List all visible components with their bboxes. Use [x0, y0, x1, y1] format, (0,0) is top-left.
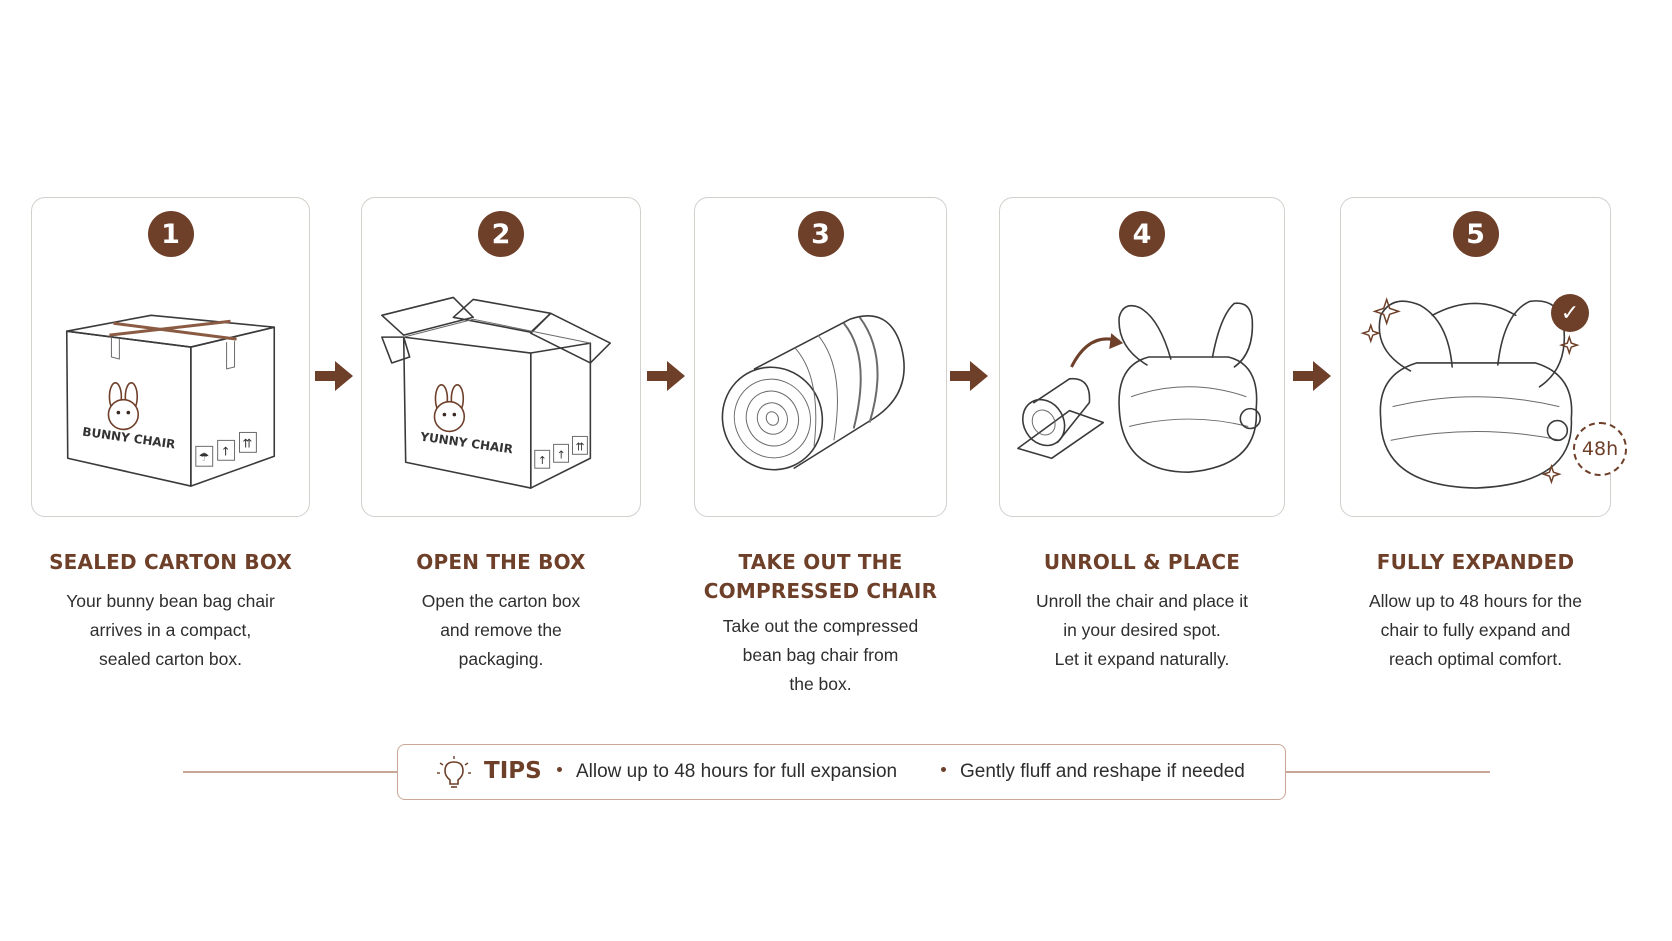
- step-description: Take out the compressed bean bag chair f…: [722, 616, 919, 694]
- svg-text:↑: ↑: [221, 444, 231, 458]
- step-text-3: TAKE OUT THE COMPRESSED CHAIR Take out t…: [680, 548, 961, 699]
- step-text-4: UNROLL & PLACE Unroll the chair and plac…: [999, 548, 1285, 674]
- tips-bar: TIPS Allow up to 48 hours for full expan…: [397, 744, 1286, 800]
- sparkle-icon: [1360, 297, 1580, 485]
- step-text-1: SEALED CARTON BOX Your bunny bean bag ch…: [31, 548, 310, 674]
- svg-text:↑: ↑: [557, 448, 566, 461]
- step-card-2: 2 ↑ ↑ ⇈ YUNNY CHAIR: [361, 197, 641, 517]
- step-description: Your bunny bean bag chair arrives in a c…: [66, 591, 275, 669]
- tips-label: TIPS: [484, 758, 542, 784]
- step-number-badge: 1: [147, 211, 194, 257]
- step-number-badge: 2: [478, 211, 524, 257]
- svg-text:↑: ↑: [538, 454, 547, 467]
- step-text-5: FULLY EXPANDED Allow up to 48 hours for …: [1340, 548, 1611, 674]
- compressed-roll-illustration: [721, 315, 905, 471]
- open-box-illustration: ↑ ↑ ⇈: [381, 296, 612, 489]
- svg-text:☂: ☂: [199, 450, 210, 464]
- step-title: FULLY EXPANDED: [1376, 550, 1575, 574]
- step-title: UNROLL & PLACE: [1043, 550, 1241, 574]
- right-arrow-icon: [950, 361, 988, 391]
- step-title: SEALED CARTON BOX: [49, 550, 292, 574]
- bullet-icon: [557, 767, 562, 773]
- step-number-badge: 5: [1452, 211, 1499, 257]
- svg-text:⇈: ⇈: [242, 436, 252, 450]
- step-card-4: 4: [999, 197, 1285, 517]
- tip-item-2: Gently fluff and reshape if needed: [941, 761, 1245, 783]
- expanded-chair-illustration: [1360, 297, 1580, 489]
- step-card-5: 5 ✓ 48h: [1340, 197, 1627, 517]
- tips-divider-left: [183, 771, 397, 773]
- step-card-3: 3: [694, 197, 947, 517]
- step-text-2: OPEN THE BOX Open the carton box and rem…: [361, 548, 641, 674]
- tip-text: Gently fluff and reshape if needed: [960, 761, 1245, 782]
- step-title: OPEN THE BOX: [416, 550, 586, 574]
- timer-label: 48h: [1581, 438, 1619, 460]
- clock-icon: 48h: [1573, 422, 1627, 476]
- checkmark-icon: ✓: [1551, 294, 1589, 332]
- right-arrow-icon: [1293, 361, 1331, 391]
- step-number-badge: 4: [1119, 211, 1165, 257]
- step-card-1: 1 ☂ ↑ ⇈ BUNNY CHAIR: [31, 197, 310, 517]
- step-description: Open the carton box and remove the packa…: [421, 591, 581, 669]
- tip-text: Allow up to 48 hours for full expansion: [576, 761, 898, 782]
- right-arrow-icon: [315, 361, 353, 391]
- step-description: Allow up to 48 hours for the chair to fu…: [1368, 591, 1583, 669]
- svg-text:⇈: ⇈: [575, 440, 584, 453]
- unroll-place-illustration: [1017, 302, 1261, 473]
- step-title: TAKE OUT THE COMPRESSED CHAIR: [703, 550, 938, 603]
- lightbulb-icon: [437, 756, 471, 788]
- tips-divider-right: [1286, 771, 1490, 773]
- tip-item-1: Allow up to 48 hours for full expansion: [557, 761, 897, 783]
- step-number-badge: 3: [797, 211, 844, 257]
- step-description: Unroll the chair and place it in your de…: [1035, 591, 1249, 669]
- right-arrow-icon: [647, 361, 685, 391]
- sealed-box-illustration: ☂ ↑ ⇈: [65, 314, 276, 487]
- bullet-icon: [941, 767, 946, 773]
